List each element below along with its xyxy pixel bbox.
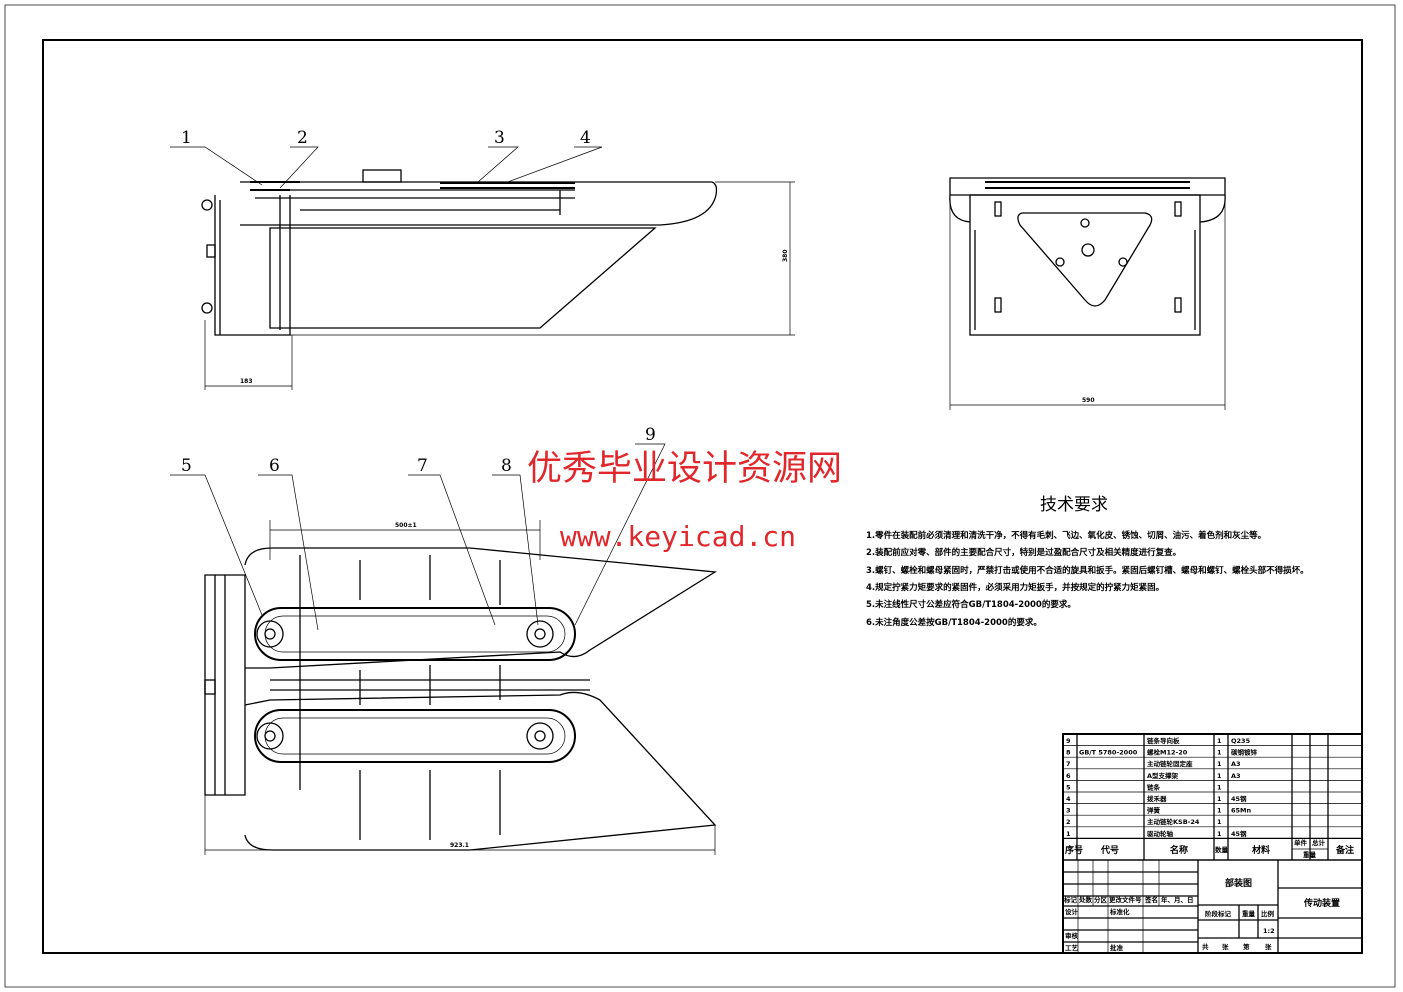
tb-scale: 1:2	[1263, 927, 1275, 935]
bom-cell-qty: 1	[1217, 795, 1222, 803]
tb-change-doc: 更改文件号	[1109, 895, 1142, 904]
balloon-6: 6	[269, 456, 280, 476]
tb-weight: 重量	[1242, 909, 1256, 918]
bom-header-total: 总计	[1312, 838, 1326, 847]
tb-zone: 分区	[1094, 895, 1108, 904]
tb-drawing-name: 传动装置	[1303, 897, 1340, 909]
bom-cell-qty: 1	[1217, 783, 1222, 791]
tech-req-2: 2.装配前应对零、部件的主要配合尺寸，特别是过盈配合尺寸及相关精度进行复查。	[866, 547, 1181, 558]
bom-cell-material: Q235	[1231, 737, 1251, 745]
bom-cell-name: A型支撑架	[1147, 771, 1179, 780]
bom-cell-no: 3	[1066, 807, 1071, 815]
balloon-7: 7	[417, 456, 428, 476]
bom-cell-qty: 1	[1217, 807, 1222, 815]
bom-cell-no: 8	[1066, 749, 1071, 757]
bom-cell-name: 驱动轮轴	[1147, 829, 1174, 838]
dim-side-height: 380	[782, 249, 789, 262]
bom-cell-no: 5	[1066, 783, 1071, 791]
part-balloons: 1 2 3 4 5 6 7 8 9	[170, 128, 666, 631]
bom-cell-name: 链条	[1146, 782, 1161, 791]
bom-header-unit: 单件	[1294, 838, 1308, 847]
tech-req-6: 6.未注角度公差按GB/T1804-2000的要求。	[866, 617, 1042, 628]
tb-process: 工艺	[1065, 943, 1079, 952]
bom-header-material: 材料	[1251, 844, 1270, 856]
bom-cell-name: 链条导向板	[1146, 736, 1180, 745]
side-view: 183 380	[201, 169, 795, 390]
outer-border	[4, 4, 1396, 988]
bom-header-no: 序号	[1065, 844, 1083, 856]
tech-req-title: 技术要求	[1040, 495, 1108, 515]
tb-approve: 批准	[1110, 943, 1124, 952]
bom-cell-no: 4	[1066, 795, 1071, 803]
bom-cell-material: 65Mn	[1231, 807, 1252, 815]
bom-cell-material: A3	[1231, 760, 1241, 768]
bom-cell-qty: 1	[1217, 772, 1222, 780]
bom-cell-name: 弹簧	[1147, 806, 1161, 815]
bom-cell-code: GB/T 5780-2000	[1079, 749, 1138, 757]
dim-chain-length: 500±1	[395, 522, 417, 529]
bom-header-remark: 备注	[1335, 844, 1354, 856]
balloon-5: 5	[181, 456, 192, 476]
watermark-title: 优秀毕业设计资源网	[527, 449, 842, 489]
balloon-9: 9	[645, 425, 656, 445]
bom-cell-name: 主动链轮KSB-24	[1147, 817, 1200, 826]
tech-req-5: 5.未注线性尺寸公差应符合GB/T1804-2000的要求。	[866, 599, 1076, 610]
tb-scale-label: 比例	[1261, 909, 1275, 918]
tb-sheets-unit2: 张	[1265, 942, 1272, 951]
tb-standard: 标准化	[1109, 907, 1130, 916]
bom-header-code: 代号	[1100, 844, 1119, 856]
tb-sheet-no: 第	[1243, 942, 1250, 951]
bom-cell-material: 45钢	[1231, 829, 1247, 838]
technical-requirements: 技术要求 1.零件在装配前必须清理和清洗干净，不得有毛刺、飞边、氧化皮、锈蚀、切…	[866, 495, 1309, 628]
bom-cell-no: 6	[1066, 772, 1071, 780]
tb-count: 处数	[1078, 895, 1093, 904]
tb-sheets-total: 共	[1202, 942, 1209, 951]
bom-cell-qty: 1	[1217, 830, 1222, 838]
tb-check: 审核	[1065, 931, 1079, 940]
bom-cell-qty: 1	[1217, 749, 1222, 757]
title-block: 标记 处数 分区 更改文件号 签名 年、月、日 设计 标准化 审核 工艺 批准 …	[1063, 859, 1362, 953]
bom-cell-no: 2	[1066, 818, 1071, 826]
bom-header-name: 名称	[1170, 844, 1188, 856]
tb-mark: 标记	[1063, 895, 1078, 904]
tb-stage: 阶段标记	[1205, 909, 1232, 918]
bom-cell-material: 45钢	[1231, 794, 1247, 803]
bom-cell-name: 螺栓M12-20	[1147, 748, 1188, 757]
balloon-4: 4	[580, 128, 591, 148]
bom-cell-no: 7	[1066, 760, 1071, 768]
bom-cell-material: A3	[1231, 772, 1241, 780]
bom-cell-qty: 1	[1217, 818, 1222, 826]
watermark-url: www.keyicad.cn	[560, 520, 796, 553]
bom-cell-no: 9	[1066, 737, 1071, 745]
bom-cell-no: 1	[1066, 830, 1071, 838]
dim-end-width: 590	[1082, 397, 1095, 404]
dim-side-width: 183	[240, 378, 253, 385]
inner-frame	[42, 39, 1363, 954]
chain-assembly-view: 500±1 923.1	[204, 520, 717, 855]
lower-chain	[254, 709, 576, 763]
tb-date: 年、月、日	[1161, 895, 1194, 904]
tech-req-1: 1.零件在装配前必须清理和清洗干净，不得有毛刺、飞边、氧化皮、锈蚀、切屑、油污、…	[866, 530, 1266, 541]
bom-cell-material: 碳钢镀锌	[1231, 748, 1258, 757]
bom-cell-name: 拨禾器	[1147, 794, 1167, 803]
end-view: 590	[949, 177, 1226, 410]
tech-req-4: 4.规定拧紧力矩要求的紧固件，必须采用力矩扳手，并按规定的拧紧力矩紧固。	[866, 582, 1164, 593]
bom-cell-name: 主动链轮固定座	[1147, 759, 1193, 768]
tb-sheets-unit1: 张	[1222, 942, 1229, 951]
tb-design: 设计	[1065, 907, 1079, 916]
upper-chain	[254, 607, 576, 661]
bom-cell-qty: 1	[1217, 737, 1222, 745]
balloon-2: 2	[297, 128, 308, 148]
bom-header-qty: 数量	[1215, 845, 1229, 854]
dim-total-length: 923.1	[450, 842, 469, 849]
bom-cell-qty: 1	[1217, 760, 1222, 768]
tb-drawing-type: 部装图	[1225, 877, 1252, 889]
balloon-1: 1	[181, 128, 192, 148]
tech-req-3: 3.螺钉、螺栓和螺母紧固时，严禁打击或使用不合适的旋具和扳手。紧固后螺钉槽、螺母…	[866, 565, 1309, 576]
tb-sign: 签名	[1144, 895, 1158, 904]
balloon-3: 3	[494, 128, 505, 148]
balloon-8: 8	[501, 456, 512, 476]
